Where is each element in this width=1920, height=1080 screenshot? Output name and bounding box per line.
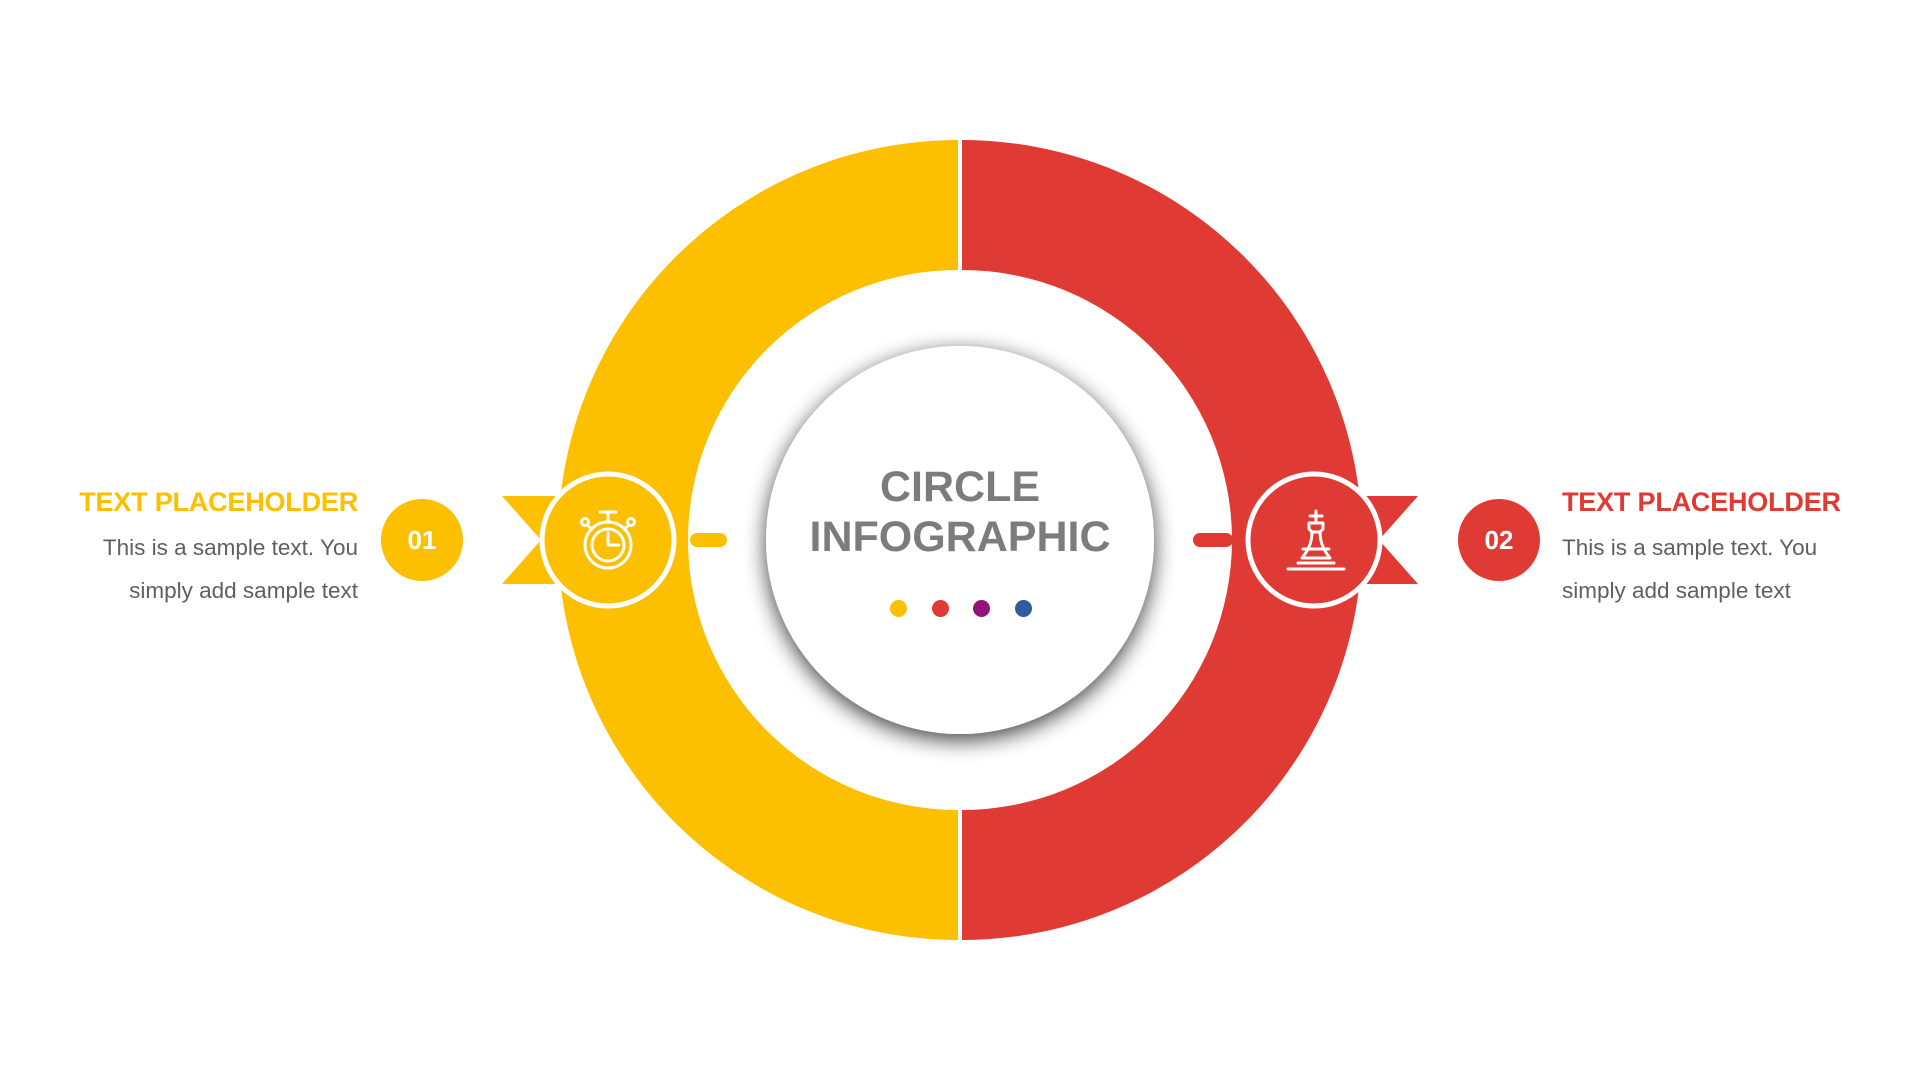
dot-purple	[973, 600, 991, 617]
dot-red	[931, 600, 949, 617]
stopwatch-icon	[580, 510, 636, 570]
item-01-text-block: TEXT PLACEHOLDER This is a sample text. …	[79, 486, 358, 612]
chess-king-icon	[1286, 509, 1346, 571]
item-02-text-block: TEXT PLACEHOLDER This is a sample text. …	[1562, 486, 1841, 612]
dot-yellow	[890, 600, 907, 617]
ring-segment-left	[558, 140, 958, 940]
item-02-title: TEXT PLACEHOLDER	[1562, 487, 1841, 517]
item-02-ribbon	[1245, 471, 1418, 609]
center-title: CIRCLE INFOGRAPHIC	[760, 462, 1160, 562]
center-dots	[890, 600, 1032, 617]
item-01-number-badge: 01	[381, 499, 463, 581]
dot-blue	[1014, 600, 1032, 617]
item-01-connector	[690, 533, 727, 547]
center-title-line1: CIRCLE	[879, 463, 1041, 511]
ring-segment-right	[962, 140, 1362, 940]
center-disk	[766, 346, 1154, 734]
item-01-line2: simply add sample text	[129, 578, 358, 603]
item-01-title: TEXT PLACEHOLDER	[79, 487, 358, 517]
item-02-line1: This is a sample text. You	[1562, 535, 1818, 560]
item-02-number-badge: 02	[1458, 499, 1540, 581]
item-01-number: 01	[407, 524, 437, 555]
item-02-connector	[1193, 533, 1233, 547]
item-02-number: 02	[1484, 524, 1514, 555]
item-02-line2: simply add sample text	[1562, 578, 1791, 603]
item-01-ribbon	[502, 471, 677, 609]
center-title-line2: INFOGRAPHIC	[809, 513, 1111, 561]
item-01-line1: This is a sample text. You	[102, 535, 358, 560]
